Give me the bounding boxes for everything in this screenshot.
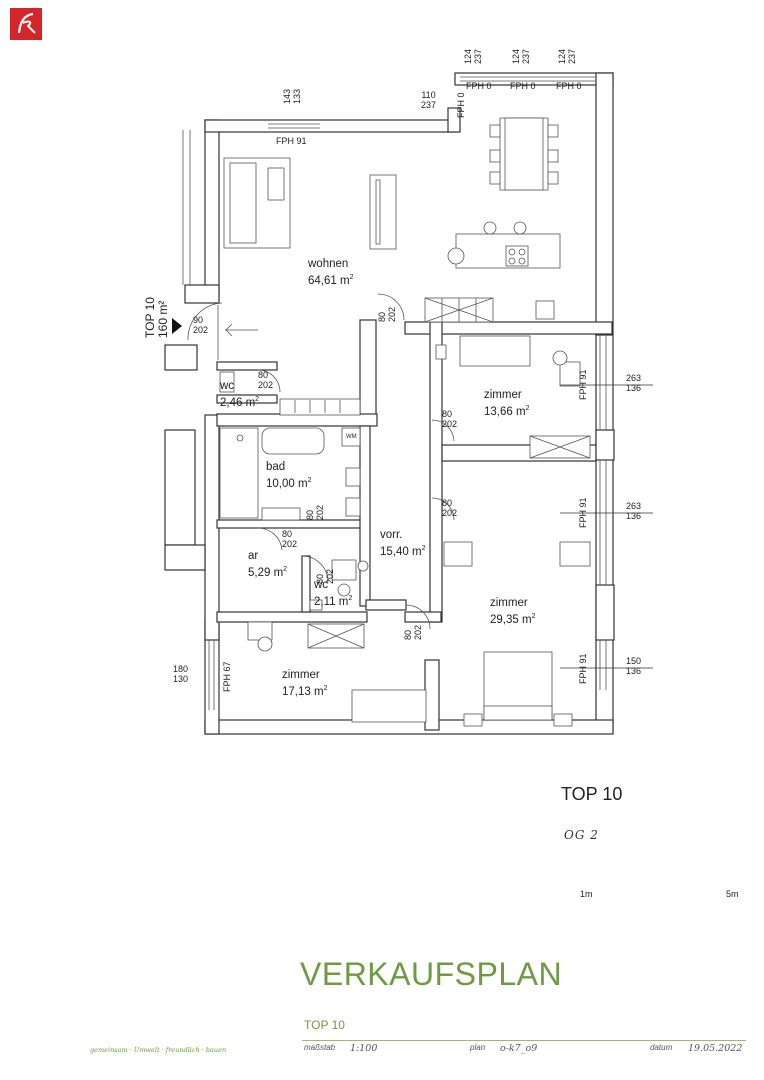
company-logo-icon bbox=[10, 8, 42, 40]
room-label-wohnen: wohnen 64,61 m2 bbox=[308, 258, 354, 287]
footer-datum-value: 19.05.2022 bbox=[688, 1043, 743, 1054]
document-subtitle: TOP 10 bbox=[304, 1018, 345, 1032]
footer-divider bbox=[302, 1040, 746, 1041]
room-label-zimmer-1: zimmer 13,66 m2 bbox=[484, 389, 530, 418]
room-label-zimmer-3: zimmer 17,13 m2 bbox=[282, 669, 328, 698]
unit-marker: TOP 10 160 m² bbox=[143, 297, 171, 338]
footer-datum-label: datum bbox=[650, 1043, 673, 1052]
dimension-leaders bbox=[560, 384, 653, 669]
window-fph-top-2: FPH 0 bbox=[510, 81, 536, 91]
room-label-vorraum: vorr. 15,40 m2 bbox=[380, 529, 426, 558]
room-label-ar: ar 5,29 m2 bbox=[248, 550, 288, 579]
room-label-bad: bad 10,00 m2 bbox=[266, 461, 312, 490]
wall bbox=[204, 119, 220, 301]
wall bbox=[184, 284, 220, 304]
floor-plan bbox=[164, 72, 615, 735]
window-fph-top-1: FPH 0 bbox=[466, 81, 492, 91]
wall bbox=[447, 107, 461, 133]
document-title: VERKAUFSPLAN bbox=[300, 956, 563, 992]
company-slogan: gemeinsam · Umwelt · freundlich · bauen bbox=[90, 1046, 227, 1054]
window-fph-top-3: FPH 0 bbox=[556, 81, 582, 91]
footer-plan-label: plan bbox=[470, 1043, 486, 1052]
entry-arrow-icon bbox=[172, 318, 182, 334]
unit-title: TOP 10 bbox=[561, 784, 623, 804]
scale-start: 1m bbox=[580, 889, 593, 899]
window-fph-left-1: FPH 67 bbox=[222, 661, 232, 692]
washing-machine-label: WM bbox=[346, 434, 357, 440]
room-label-wc-1: wc 2,46 m2 bbox=[220, 380, 260, 409]
scale-end: 5m bbox=[726, 889, 739, 899]
footer-massstab-label: maßstab bbox=[304, 1043, 336, 1052]
footer-massstab-value: 1:100 bbox=[350, 1043, 378, 1054]
window-fph-top-mid: FPH 0 bbox=[456, 92, 466, 118]
floor-label: OG 2 bbox=[564, 828, 599, 842]
footer-plan-value: o-k7_o9 bbox=[500, 1043, 538, 1054]
room-label-wc-2: wc 2,11 m2 bbox=[314, 579, 353, 608]
wall bbox=[204, 119, 456, 133]
window-fph-top-left: FPH 91 bbox=[276, 136, 307, 146]
room-label-zimmer-2: zimmer 29,35 m2 bbox=[490, 597, 536, 626]
